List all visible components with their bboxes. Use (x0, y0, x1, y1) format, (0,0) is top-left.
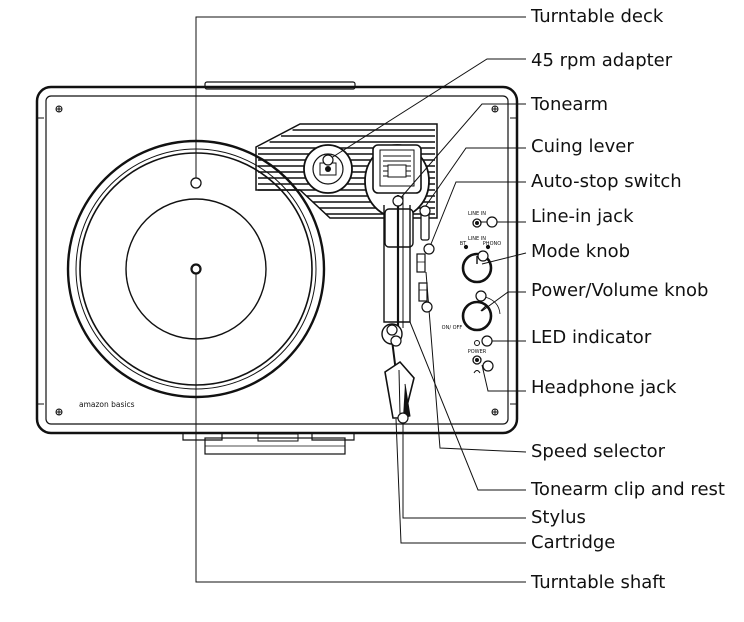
speed-selector-part (416, 253, 428, 302)
label-turntable-shaft: Turntable shaft (530, 572, 665, 593)
tonearm-assembly (364, 144, 430, 419)
label-stylus: Stylus (531, 507, 586, 528)
callout-markers (190, 154, 498, 424)
power-label: POWER (468, 349, 487, 355)
screws (55, 105, 499, 416)
label-speed-selector: Speed selector (531, 441, 666, 462)
45-rpm-adapter-part (303, 144, 353, 194)
label-tonearm-clip-rest: Tonearm clip and rest (530, 479, 725, 500)
label-line-in-jack: Line-in jack (531, 206, 634, 227)
mode-phono-label: PHONO (483, 241, 501, 247)
label-cuing-lever: Cuing lever (531, 136, 634, 157)
label-led-indicator: LED indicator (531, 327, 652, 348)
label-power-volume-knob: Power/Volume knob (531, 280, 708, 301)
label-turntable-deck: Turntable deck (530, 6, 664, 27)
brand-logo: amazon basics (79, 400, 135, 409)
mode-bt-label: BT (460, 241, 467, 247)
led-indicator-part (474, 340, 480, 346)
label-auto-stop-switch: Auto-stop switch (531, 171, 682, 192)
label-headphone-jack: Headphone jack (531, 377, 677, 398)
mode-line-in-label: LINE IN (468, 236, 486, 242)
label-45-rpm-adapter: 45 rpm adapter (531, 50, 673, 71)
label-mode-knob: Mode knob (531, 241, 630, 262)
label-cartridge: Cartridge (531, 532, 615, 553)
power-volume-knob-part (461, 300, 493, 332)
panel-labels: LINE IN LINE IN BT PHONO ON/ OFF POWER (442, 211, 502, 355)
line-in-label: LINE IN (468, 211, 486, 217)
on-off-label: ON/ OFF (442, 325, 463, 331)
leader-lines (195, 16, 527, 583)
callout-labels: Turntable deck 45 rpm adapter Tonearm Cu… (530, 6, 725, 593)
label-tonearm: Tonearm (530, 94, 608, 115)
turntable-case (35, 81, 519, 455)
